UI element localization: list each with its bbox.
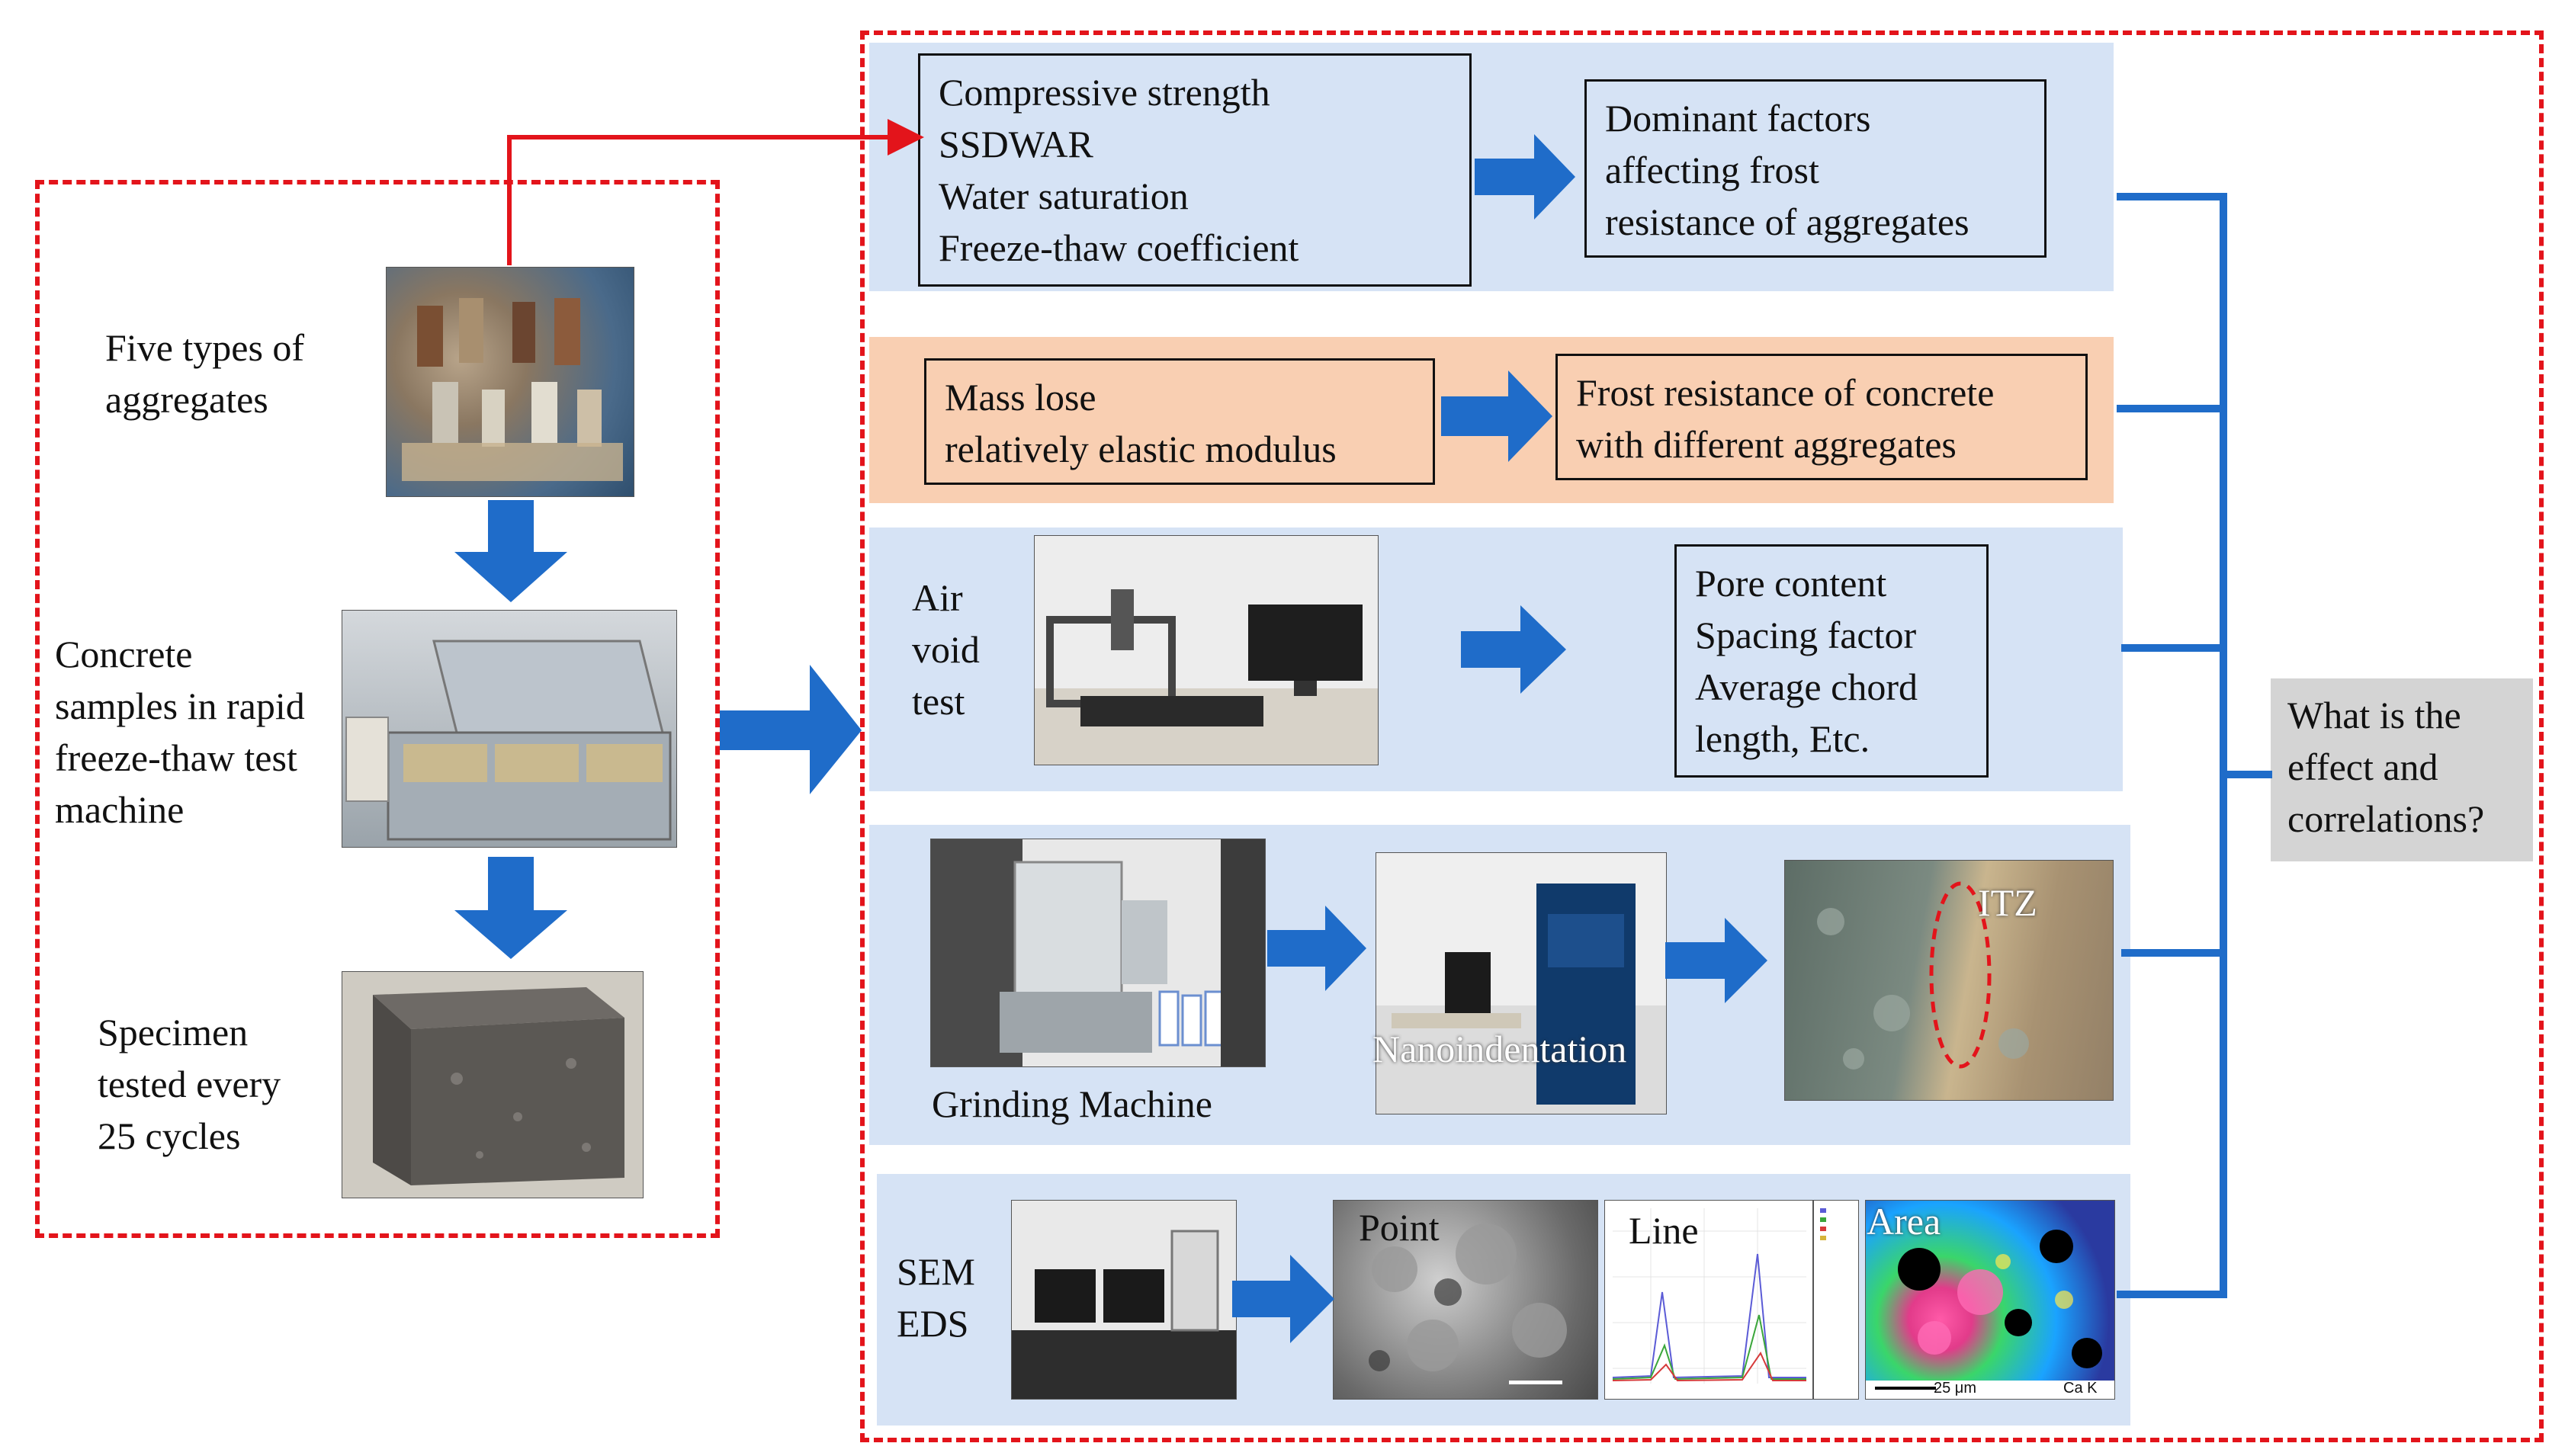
nanoindentation-image bbox=[1376, 884, 1666, 1114]
row3-arrow bbox=[1461, 605, 1566, 694]
row2-arrow bbox=[1441, 370, 1552, 462]
left-process-frame bbox=[35, 180, 720, 1238]
eds-line-scan bbox=[1604, 1200, 1813, 1400]
concrete-specimen-image bbox=[373, 987, 624, 1185]
nanoindentation-photo bbox=[1376, 852, 1667, 1114]
nanoindentation-label: Nanoindentation bbox=[1372, 1028, 1627, 1070]
row4-arrow-1 bbox=[1267, 906, 1366, 991]
row5-arrow bbox=[1232, 1255, 1334, 1343]
blue-bracket-connector bbox=[2117, 193, 2272, 1298]
eds-area-map bbox=[1865, 1200, 2115, 1400]
aggregate-cores-image bbox=[402, 298, 623, 481]
freeze-thaw-machine-image bbox=[345, 640, 672, 841]
eds-legend bbox=[1813, 1200, 1859, 1400]
specimen-photo bbox=[342, 971, 644, 1198]
right-analysis-frame bbox=[860, 30, 2544, 1442]
air-void-apparatus-image bbox=[1035, 589, 1378, 765]
row3-result-box: Pore content Spacing factor Average chor… bbox=[1674, 544, 1989, 778]
itz-highlight-ellipse bbox=[1929, 881, 1992, 1069]
aggregates-photo bbox=[386, 267, 634, 497]
point-label: Point bbox=[1359, 1206, 1440, 1249]
grinding-machine-photo bbox=[930, 839, 1266, 1067]
freeze-thaw-machine-label: Concrete samples in rapid freeze-thaw te… bbox=[55, 633, 305, 831]
line-label: Line bbox=[1629, 1209, 1699, 1252]
aggregates-label: Five types of aggregates bbox=[105, 326, 305, 421]
sem-instrument-image bbox=[1012, 1230, 1236, 1399]
sem-point-texture bbox=[1369, 1223, 1567, 1384]
eds-legend-swatches bbox=[1820, 1208, 1826, 1240]
grinding-machine-image bbox=[931, 839, 1265, 1066]
air-void-apparatus-photo bbox=[1034, 535, 1379, 765]
row1-arrow bbox=[1475, 134, 1575, 220]
main-right-arrow bbox=[720, 665, 862, 794]
sem-eds-label: SEM EDS bbox=[897, 1250, 975, 1345]
specimen-label: Specimen tested every 25 cycles bbox=[98, 1011, 281, 1157]
row2-properties-box: Mass lose relatively elastic modulus bbox=[924, 358, 1435, 485]
freeze-thaw-machine-photo bbox=[342, 610, 677, 848]
eds-area-map-image bbox=[1866, 1230, 2114, 1399]
area-label: Area bbox=[1867, 1200, 1941, 1243]
itz-label: ITZ bbox=[1978, 881, 2037, 924]
row1-result-box: Dominant factors affecting frost resista… bbox=[1584, 79, 2047, 258]
itz-micrograph-image bbox=[1817, 881, 2029, 1070]
eds-line-scan-plot bbox=[1612, 1208, 1806, 1384]
sem-instrument-photo bbox=[1011, 1200, 1237, 1400]
red-flow-arrow bbox=[507, 119, 924, 265]
row2-result-box: Frost resistance of concrete with differ… bbox=[1555, 354, 2088, 480]
scale-bar-label: 25 μm bbox=[1934, 1380, 1976, 1397]
question-box: What is the effect and correlations? bbox=[2271, 678, 2533, 861]
itz-micrograph bbox=[1784, 860, 2114, 1101]
grinding-machine-label: Grinding Machine bbox=[932, 1082, 1212, 1125]
row4-arrow-2 bbox=[1665, 918, 1767, 1003]
row1-properties-box: Compressive strength SSDWAR Water satura… bbox=[918, 53, 1472, 287]
down-arrow-1 bbox=[454, 500, 567, 602]
air-void-test-label: Air void test bbox=[912, 576, 980, 723]
element-label: Ca K bbox=[2063, 1380, 2098, 1397]
down-arrow-2 bbox=[454, 857, 567, 959]
